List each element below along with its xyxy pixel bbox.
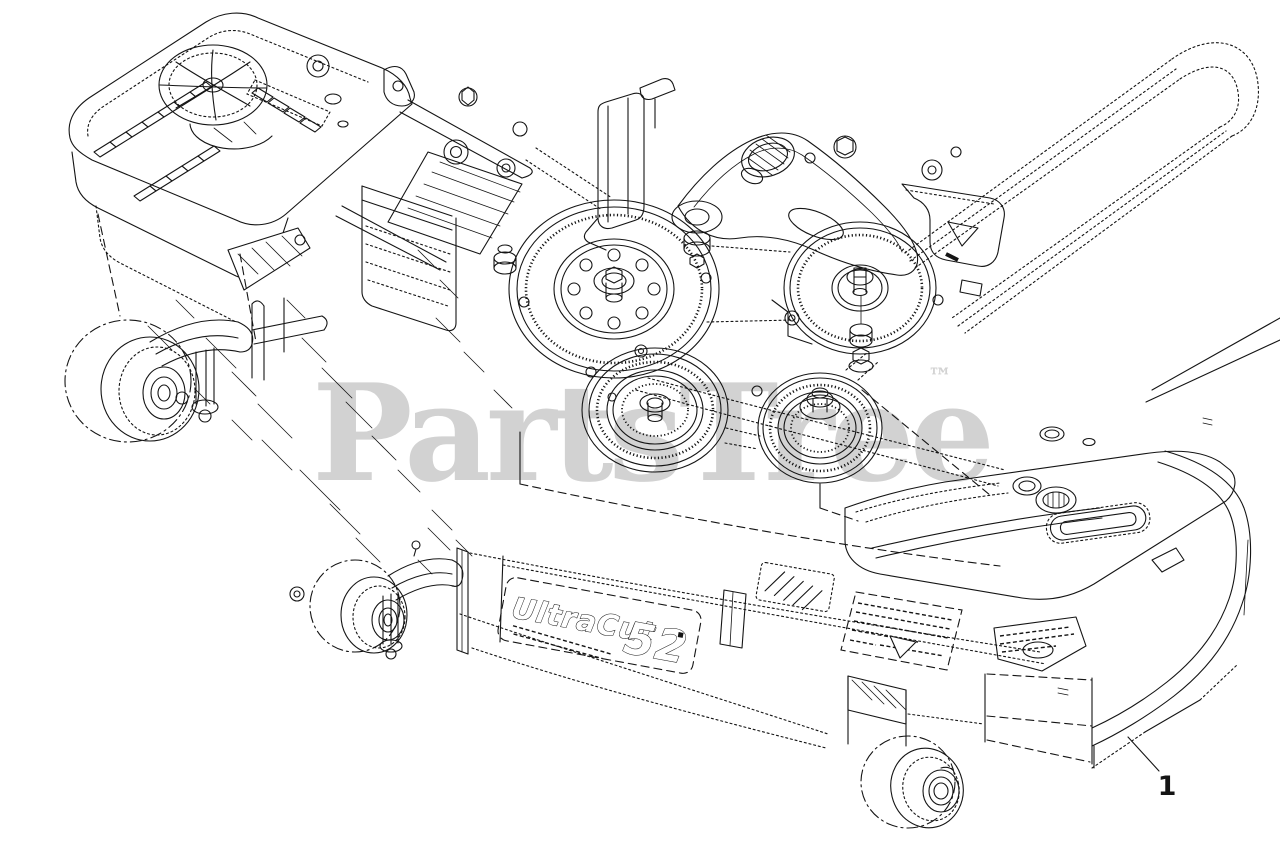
cover-handle <box>1045 502 1151 544</box>
spindle-pulley-right <box>783 221 944 373</box>
idler-pulley-flat <box>581 344 763 473</box>
idler-arm <box>671 132 1005 345</box>
cooling-fan <box>158 44 273 150</box>
vent-slots <box>93 79 331 202</box>
deck-shell <box>456 317 1280 769</box>
spindle-pulley-center <box>493 199 720 379</box>
decal-trademark-square <box>677 632 684 638</box>
callout-1[interactable]: 1 <box>1127 736 1177 802</box>
belt-guide-bracket <box>583 78 676 251</box>
deck-cover-right <box>844 426 1236 600</box>
caster-wheel-mid <box>289 540 464 660</box>
discharge-cover <box>68 12 415 381</box>
hidden-edge-hatching <box>147 249 513 575</box>
chute-bracket <box>97 213 311 381</box>
rear-roller <box>847 673 1093 829</box>
idler-pulley-vgroove <box>757 372 883 522</box>
watermark-trademark: ™ <box>928 362 952 391</box>
watermark: PartsTree <box>312 354 995 512</box>
caster-wheel-front <box>64 315 328 443</box>
safety-labels <box>755 561 1087 672</box>
pto-belt <box>706 42 1259 450</box>
callout-1-label[interactable]: 1 <box>1158 771 1177 802</box>
gearbox-cover <box>361 86 528 332</box>
deck-decal: UltraCut 52 <box>497 577 702 675</box>
decal-size-text: 52 <box>620 613 691 675</box>
